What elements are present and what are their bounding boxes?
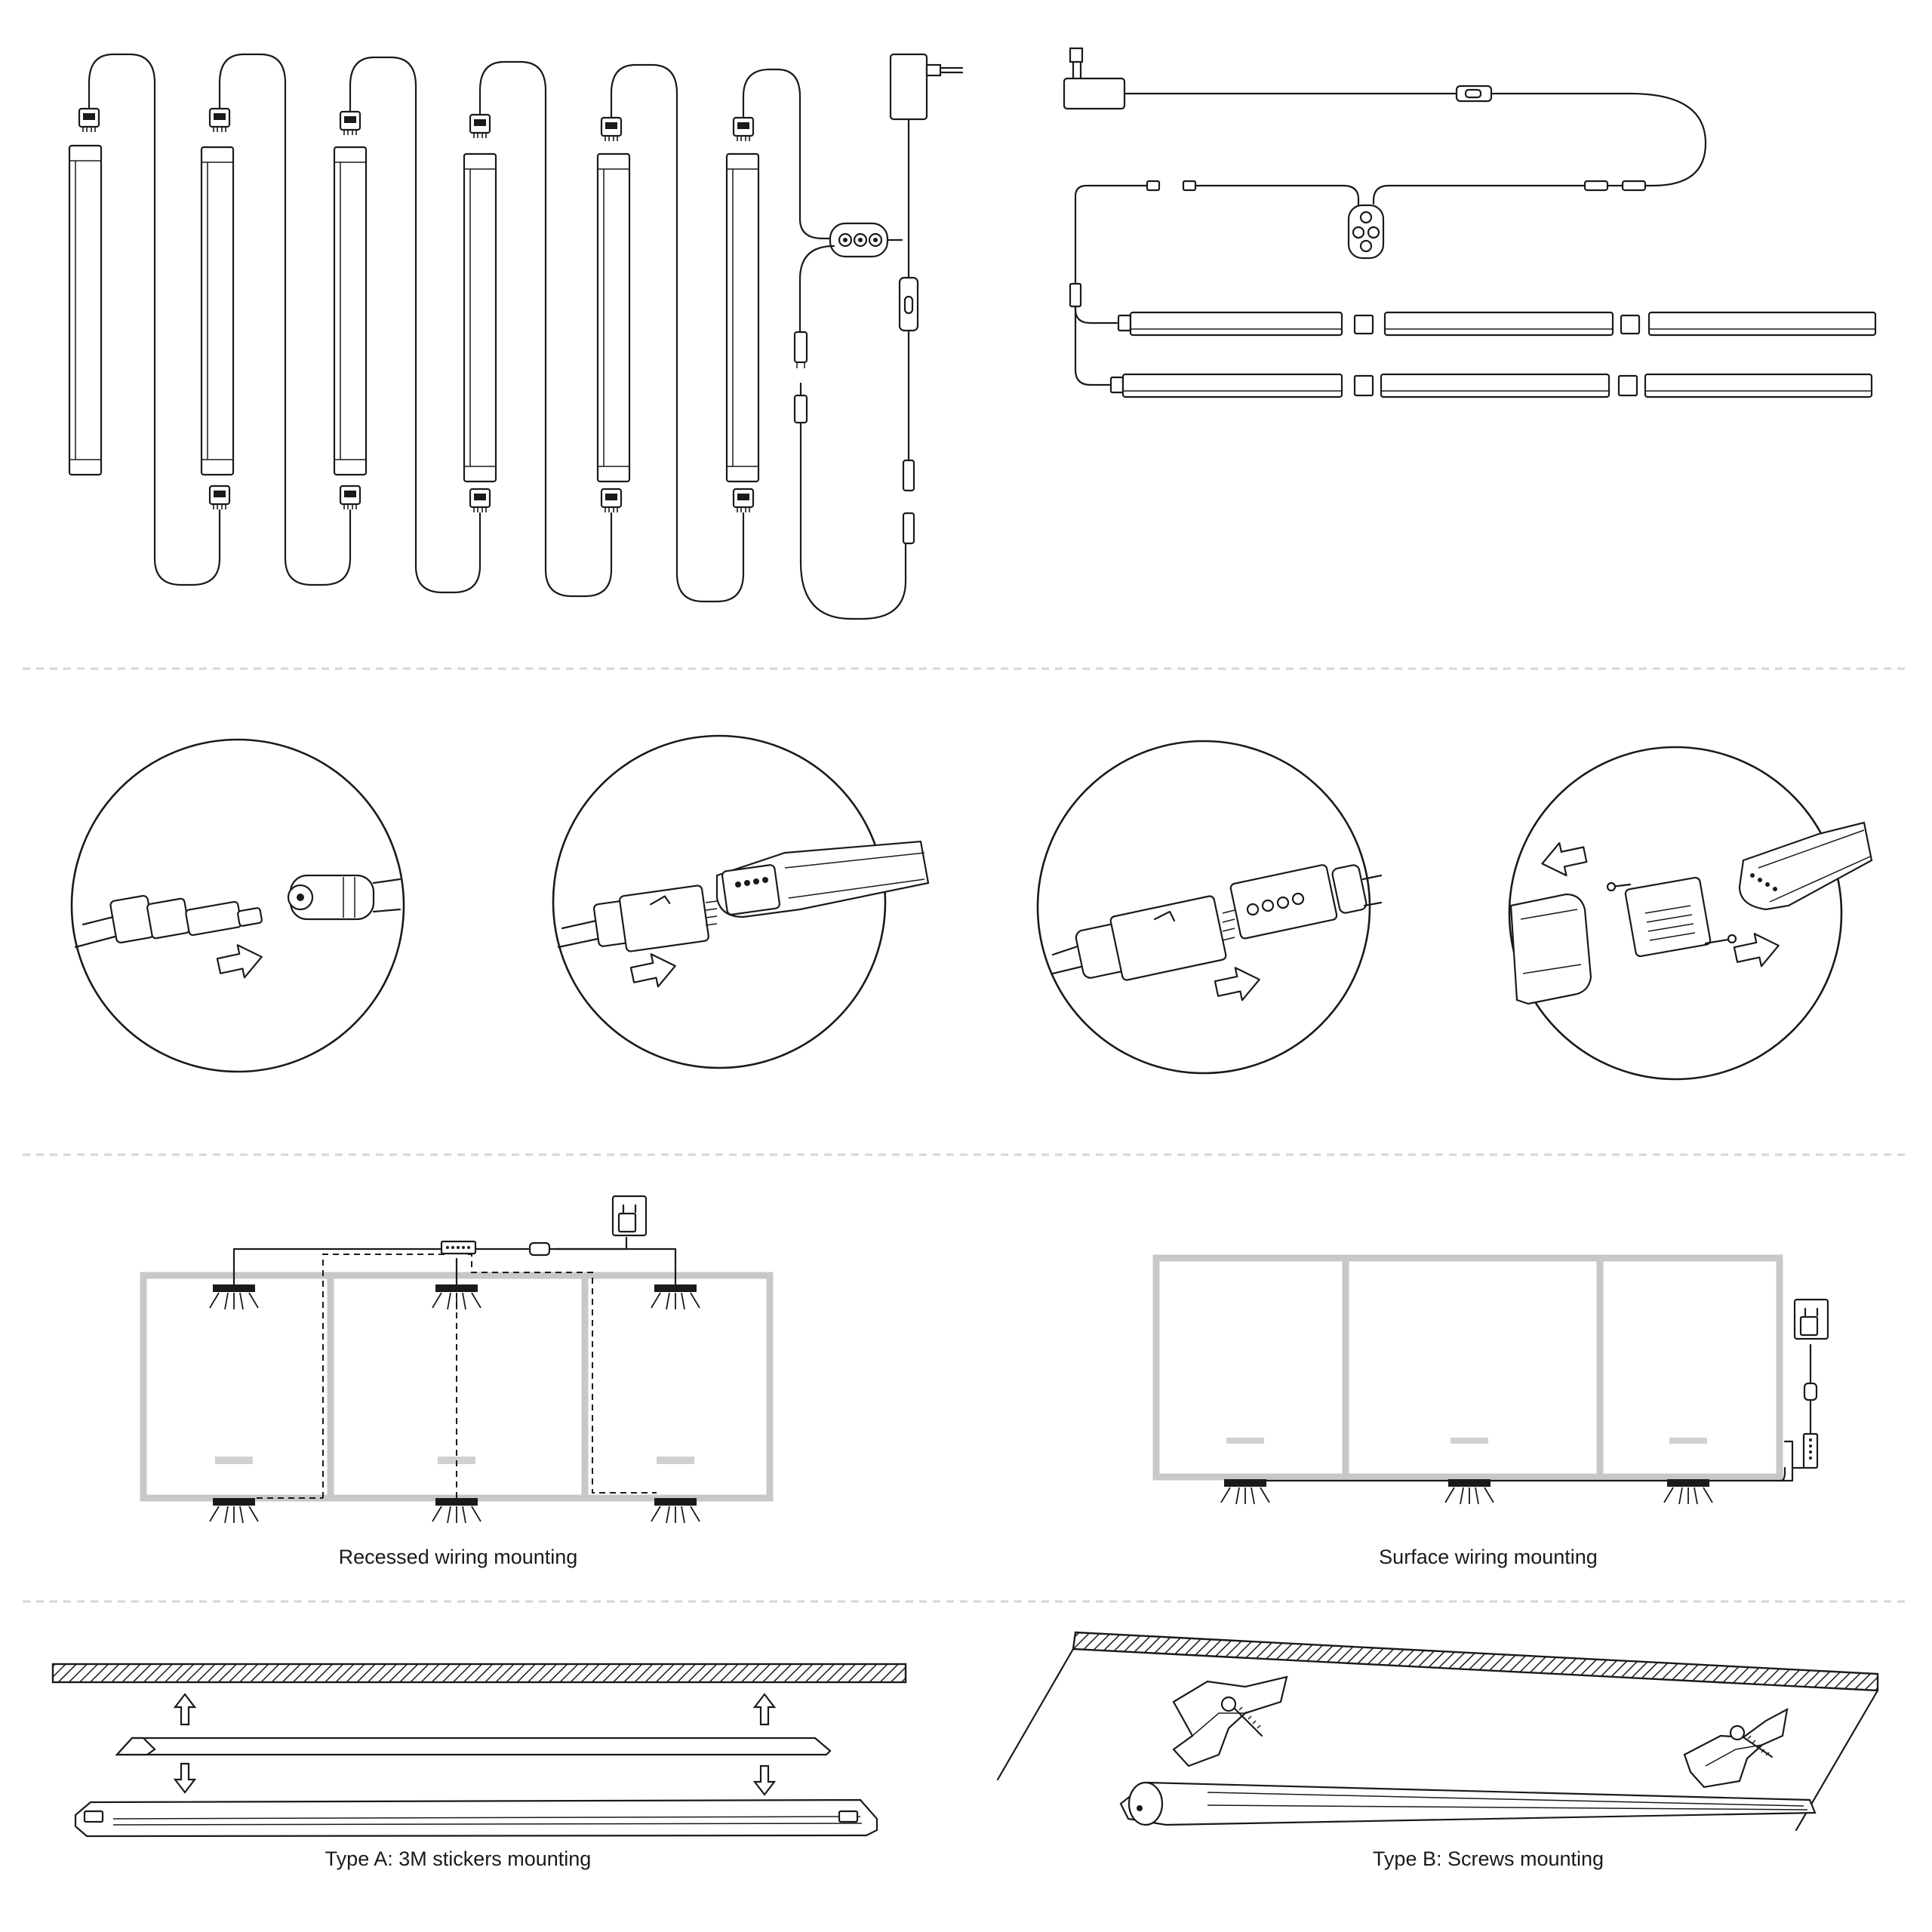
type-a-sticker-mounting [51,1663,907,1838]
controller-module [829,222,889,258]
step-bar-connector-insertion [552,734,930,1069]
connector-bottom-3 [339,485,361,511]
recessed-wiring-diagram [140,1195,774,1524]
light-fixture [1444,1478,1494,1505]
light-fixture [1220,1478,1270,1505]
arrow-up-icon [752,1693,777,1726]
wiring-hub [1802,1432,1819,1469]
light-bar-6 [725,152,760,483]
caption-surface-wiring: Surface wiring mounting [1379,1546,1598,1568]
controller-module [1347,204,1385,260]
ceiling-surface [1072,1631,1879,1692]
inline-switch [1455,85,1493,103]
light-fixture [432,1497,481,1524]
mounting-clip [1172,1675,1288,1767]
light-bar [74,1798,878,1838]
connector-top-1 [78,107,100,134]
arrow-down-icon [173,1762,197,1794]
light-bar-5 [596,152,631,483]
connector-bottom-4 [469,488,491,514]
light-bar-3 [333,146,368,476]
light-bar-2 [200,146,235,476]
caption-type-b: Type B: Screws mounting [1373,1847,1604,1870]
connector-bottom-6 [732,488,755,514]
light-fixture [1663,1478,1713,1505]
connector-top-5 [600,116,623,143]
adhesive-strip [115,1737,832,1756]
light-fixture [651,1497,700,1524]
connector-bottom-2 [208,485,231,511]
light-fixture [209,1497,259,1524]
connector-top-6 [732,116,755,143]
wall-outlet-icon [611,1195,648,1237]
type-b-screw-mounting [996,1631,1879,1832]
bar-row-2 [1109,373,1873,398]
connector-bottom-5 [600,488,623,514]
power-adapter-icon [889,53,964,121]
ceiling-surface [51,1663,907,1684]
light-bar [1119,1781,1817,1826]
vertical-bar-wiring [68,53,964,620]
horizontal-bar-wiring [1063,47,1877,398]
connector-top-4 [469,113,491,140]
light-bar-1 [68,144,103,476]
light-bar-4 [463,152,497,483]
bar-row-1 [1117,311,1877,337]
arrow-down-icon [752,1764,777,1796]
surface-wiring-diagram [1152,1254,1829,1505]
caption-recessed-wiring: Recessed wiring mounting [339,1546,578,1568]
step-dc-plug-connection [70,738,405,1073]
inline-switch [898,276,919,332]
connector-top-2 [208,107,231,134]
step-bar-to-bar-joiner [1508,746,1873,1081]
arrow-up-icon [173,1693,197,1726]
mounting-clip [1683,1707,1789,1789]
power-adapter-icon [1063,47,1126,110]
wall-outlet-icon [1793,1298,1829,1340]
screw-icon [1729,1724,1774,1758]
connector-top-3 [339,110,361,137]
light-fixture [651,1284,700,1310]
step-cable-connector-insertion [1036,740,1383,1075]
light-fixture [209,1284,259,1310]
caption-type-a: Type A: 3M stickers mounting [325,1847,592,1870]
screw-icon [1220,1696,1263,1737]
wiring-hub [440,1240,477,1255]
